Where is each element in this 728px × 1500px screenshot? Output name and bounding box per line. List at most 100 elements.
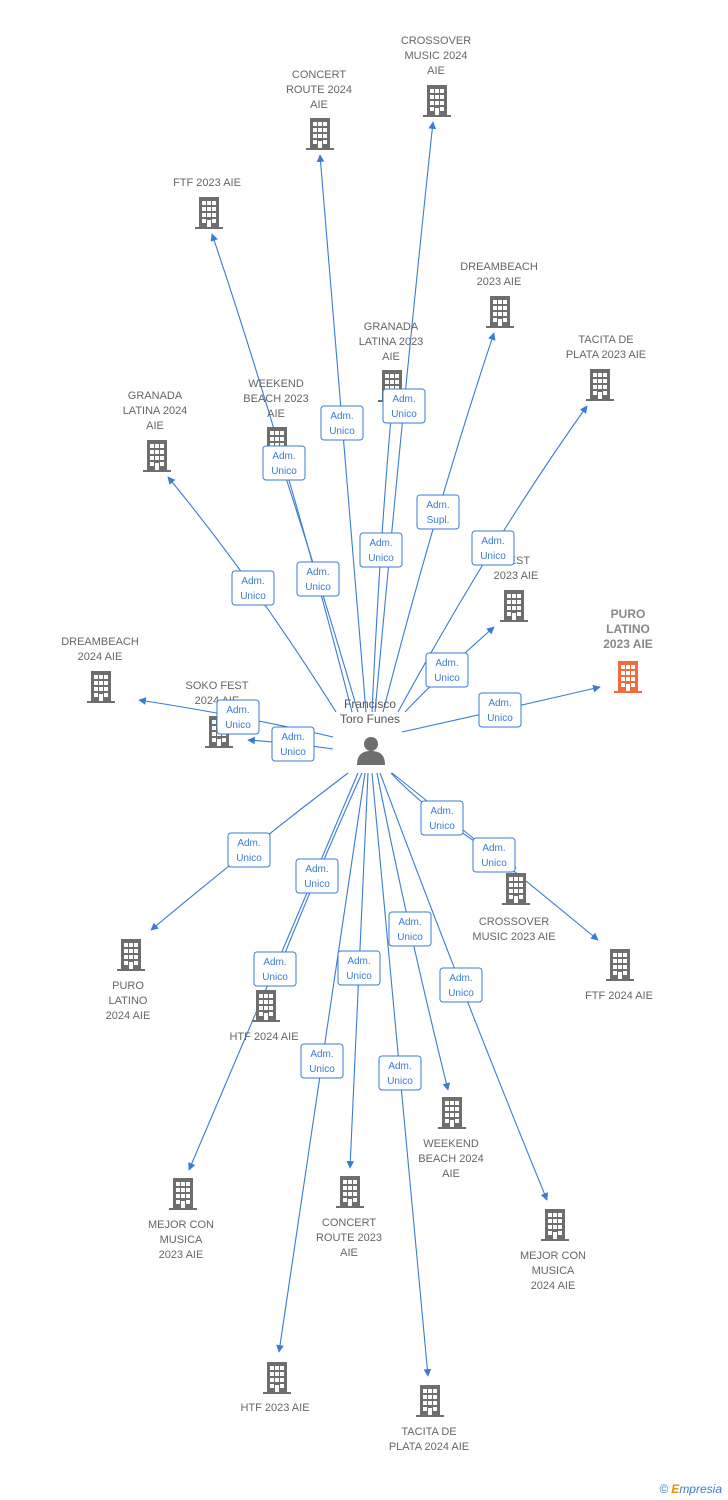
relation-label-crossover-music-2024[interactable]: Adm.Unico	[382, 388, 426, 424]
relation-role-text: Adm.	[306, 567, 329, 578]
relation-box	[359, 532, 403, 568]
relation-role-text: Adm.	[488, 698, 511, 709]
building-icon	[606, 949, 634, 981]
relation-box	[262, 445, 306, 481]
relation-label-granada-latina-2024[interactable]: Adm.Unico	[231, 570, 275, 606]
company-label-line: PURO	[611, 607, 646, 621]
company-label-line: HTF 2024 AIE	[229, 1031, 298, 1043]
building-icon	[143, 440, 171, 472]
relation-box	[231, 570, 275, 606]
relation-label-dreambeach-2024[interactable]: Adm.Unico	[216, 699, 260, 735]
relation-label-dreambeach-2023[interactable]: Adm.Supl.	[416, 494, 460, 530]
relation-label-soko-fest-2023[interactable]: Adm.Unico	[425, 652, 469, 688]
relation-label-mejor-con-musica-2023[interactable]: Adm.Unico	[253, 951, 297, 987]
relation-role-text: Unico	[387, 1076, 413, 1087]
building-icon	[336, 1176, 364, 1208]
relation-role-text: Adm.	[398, 917, 421, 928]
relation-role-text: Unico	[271, 466, 297, 477]
company-label-line: GRANADA	[128, 390, 183, 402]
relation-role-text: Adm.	[305, 864, 328, 875]
relation-box	[471, 530, 515, 566]
company-node-htf-2023[interactable]: HTF 2023 AIE	[240, 1362, 310, 1414]
building-icon	[87, 671, 115, 703]
person-name-line: Francisco	[344, 697, 396, 711]
relation-role-text: Adm.	[281, 732, 304, 743]
company-label-line: BEACH 2023	[243, 393, 308, 405]
relation-box	[227, 832, 271, 868]
relation-role-text: Adm.	[369, 538, 392, 549]
relation-role-text: Unico	[280, 747, 306, 758]
relation-role-text: Unico	[397, 932, 423, 943]
copyright-icon: ©	[659, 1482, 669, 1496]
relation-role-text: Unico	[240, 591, 266, 602]
person-icon	[357, 737, 385, 765]
company-label-line: CROSSOVER	[479, 916, 549, 928]
relation-role-text: Adm.	[482, 843, 505, 854]
relation-label-mejor-con-musica-2024[interactable]: Adm. Unico	[439, 967, 483, 1003]
relation-label-puro-latino-2023[interactable]: Adm.Unico	[478, 692, 522, 728]
company-node-ftf-2024[interactable]: FTF 2024 AIE	[585, 949, 653, 1002]
relation-label-granada-latina-2023[interactable]: Adm.Unico	[359, 532, 403, 568]
relation-box	[378, 1055, 422, 1091]
company-label-line: MEJOR CON	[520, 1250, 586, 1262]
building-icon	[502, 873, 530, 905]
relation-role-text: Unico	[236, 853, 262, 864]
relation-label-puro-latino-2024[interactable]: Adm.Unico	[227, 832, 271, 868]
relation-role-text: Unico	[262, 972, 288, 983]
company-label-line: 2023 AIE	[603, 637, 653, 651]
relation-box	[416, 494, 460, 530]
relation-box	[382, 388, 426, 424]
relation-boxes-layer: Adm.UnicoAdm.UnicoAdm.UnicoAdm.Supl.Adm.…	[216, 388, 522, 1091]
company-label-line: AIE	[427, 65, 445, 77]
relation-label-concert-route-2023[interactable]: Adm.Unico	[337, 950, 381, 986]
relation-label-tacita-de-plata-2024[interactable]: Adm.Unico	[378, 1055, 422, 1091]
relation-role-text: Adm.	[449, 973, 472, 984]
company-label-line: LATINA 2024	[123, 405, 188, 417]
relation-box	[216, 699, 260, 735]
relation-box	[472, 837, 516, 873]
relation-label-htf-2024[interactable]: Adm. Unico	[295, 858, 339, 894]
relation-box	[320, 405, 364, 441]
company-label-line: AIE	[146, 420, 164, 432]
relation-label-weekend-beach-2023[interactable]: Adm.Unico	[296, 561, 340, 597]
company-node-htf-2024[interactable]: HTF 2024 AIE	[229, 990, 299, 1043]
relation-role-text: Adm.	[330, 411, 353, 422]
relation-label-tacita-de-plata-2023[interactable]: Adm.Unico	[471, 530, 515, 566]
relation-label-crossover-music-2023[interactable]: Adm.Unico	[420, 800, 464, 836]
relation-label-soko-fest-2024[interactable]: Adm. Unico	[271, 726, 315, 762]
relation-label-htf-2023[interactable]: Adm.Unico	[300, 1043, 344, 1079]
relation-label-ftf-2024[interactable]: Adm.Unico	[472, 837, 516, 873]
brand-name: mpresia	[679, 1482, 722, 1496]
relation-role-text: Unico	[391, 409, 417, 420]
company-label-line: 2023 AIE	[159, 1249, 204, 1261]
company-node-ftf-2023[interactable]: FTF 2023 AIE	[173, 177, 241, 229]
relation-role-text: Unico	[448, 988, 474, 999]
relation-label-concert-route-2024[interactable]: Adm.Unico	[320, 405, 364, 441]
relation-role-text: Unico	[304, 879, 330, 890]
company-label-line: MUSIC 2024	[405, 50, 468, 62]
relation-label-weekend-beach-2024[interactable]: Adm. Unico	[388, 911, 432, 947]
company-label-line: TACITA DE	[401, 1426, 456, 1438]
relation-role-text: Adm.	[272, 451, 295, 462]
relation-role-text: Adm.	[310, 1049, 333, 1060]
relation-label-ftf-2023[interactable]: Adm. Unico	[262, 445, 306, 481]
